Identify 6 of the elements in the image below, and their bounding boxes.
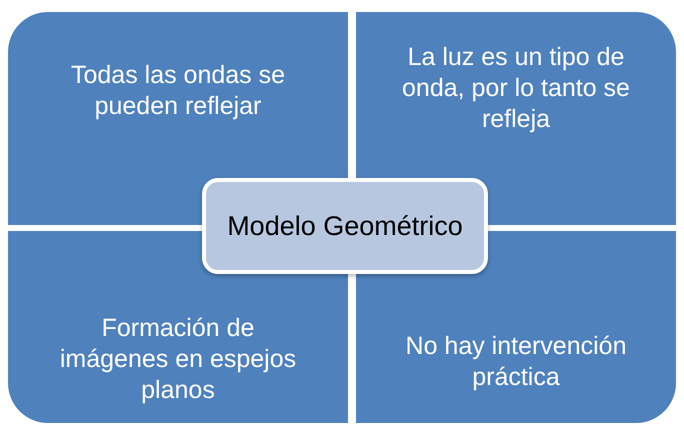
center-box — [202, 178, 488, 274]
center-title: Modelo Geométrico — [227, 210, 463, 242]
panel-text: Formación de imágenes en espejos planos — [58, 313, 298, 406]
panel-text: No hay intervención práctica — [404, 331, 628, 393]
panel-text: La luz es un tipo de onda, por lo tanto se refleja — [401, 42, 631, 135]
panel-text: Todas las ondas se pueden reflejar — [70, 60, 286, 122]
